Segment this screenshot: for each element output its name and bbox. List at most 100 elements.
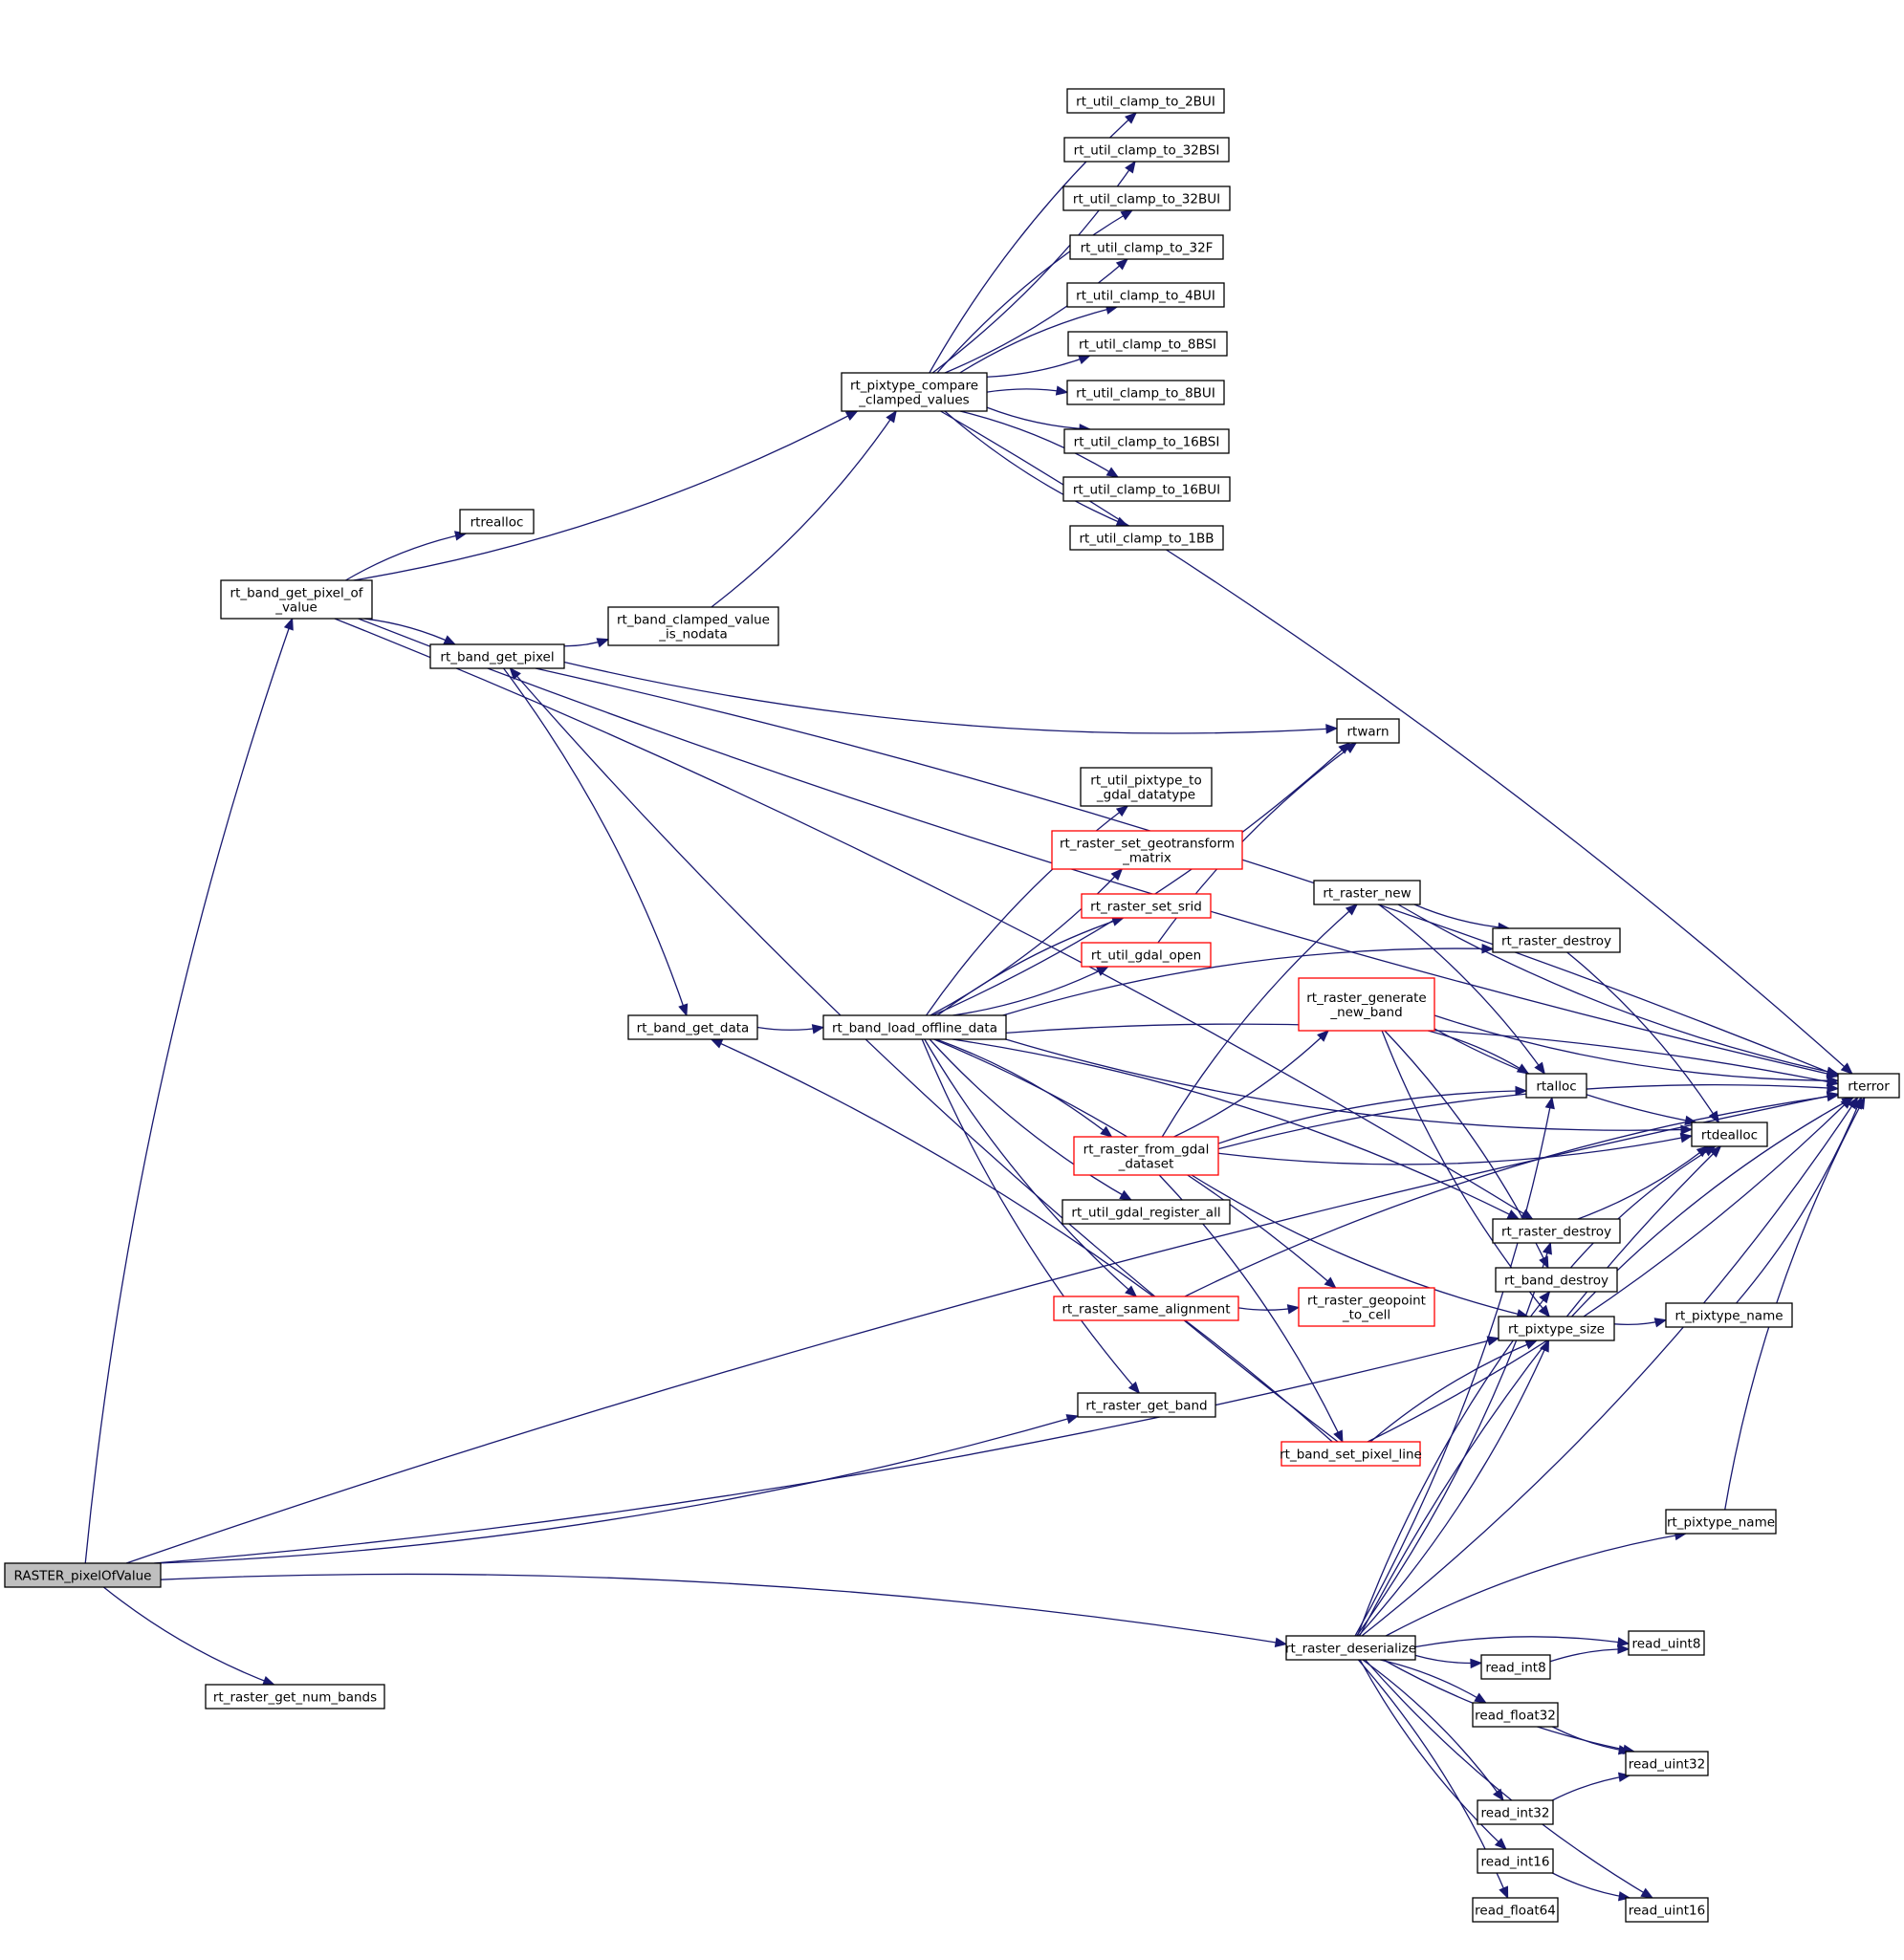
edge-line xyxy=(1359,1145,1721,1637)
node-rgb[interactable]: rt_raster_get_band xyxy=(1077,1392,1216,1418)
node-rtdealloc[interactable]: rtdealloc xyxy=(1691,1122,1768,1147)
node-ri8[interactable]: read_int8 xyxy=(1480,1654,1551,1680)
node-sgm[interactable]: rt_raster_set_geotransform_matrix xyxy=(1051,830,1243,870)
node-pname1[interactable]: rt_pixtype_name xyxy=(1665,1302,1793,1328)
node-c32f[interactable]: rt_util_clamp_to_32F xyxy=(1069,234,1224,260)
arrowhead-icon xyxy=(1540,1339,1549,1353)
node-lod[interactable]: rt_band_load_offline_data xyxy=(822,1014,1007,1040)
node-c8bsi[interactable]: rt_util_clamp_to_8BSI xyxy=(1067,331,1228,357)
edge-deser-to-ri8 xyxy=(1414,1654,1483,1669)
node-rf64[interactable]: read_float64 xyxy=(1472,1897,1559,1923)
edge-line xyxy=(944,410,1128,527)
edge-line xyxy=(1356,1242,1551,1637)
node-bdestroy[interactable]: rt_band_destroy xyxy=(1495,1267,1618,1293)
node-rtalloc[interactable]: rtalloc xyxy=(1525,1073,1587,1099)
edge-line xyxy=(1569,1145,1716,1269)
node-box xyxy=(1298,977,1435,1032)
node-box xyxy=(1062,185,1231,211)
edge-line xyxy=(711,410,897,608)
node-pname2[interactable]: rt_pixtype_name xyxy=(1665,1509,1777,1535)
node-ru8[interactable]: read_uint8 xyxy=(1628,1630,1705,1656)
node-box xyxy=(607,606,779,646)
node-box xyxy=(1298,1287,1435,1327)
arrowhead-icon xyxy=(1333,1429,1344,1444)
arrowhead-icon xyxy=(1653,1318,1668,1328)
edge-line xyxy=(930,868,1123,1016)
arrowhead-icon xyxy=(509,667,521,681)
node-gnb[interactable]: rt_raster_generate_new_band xyxy=(1298,977,1435,1032)
node-ri32[interactable]: read_int32 xyxy=(1477,1799,1554,1825)
node-rf32[interactable]: read_float32 xyxy=(1472,1702,1559,1728)
node-c32bsi[interactable]: rt_util_clamp_to_32BSI xyxy=(1063,137,1230,163)
arrowhead-icon xyxy=(1499,1885,1509,1900)
node-c16bui[interactable]: rt_util_clamp_to_16BUI xyxy=(1062,476,1231,502)
node-gpov[interactable]: rt_band_get_pixel_of_value xyxy=(220,579,373,620)
node-gp[interactable]: rt_band_get_pixel xyxy=(429,643,565,669)
node-label: rt_util_clamp_to_4BUI xyxy=(1076,289,1215,304)
node-rgnb[interactable]: rt_raster_get_num_bands xyxy=(205,1684,385,1710)
node-rdestroy1[interactable]: rt_raster_destroy xyxy=(1492,927,1621,953)
edge-pcv-to-c32bui xyxy=(936,209,1134,374)
node-root[interactable]: RASTER_pixelOfValue xyxy=(4,1562,162,1588)
node-rnew[interactable]: rt_raster_new xyxy=(1313,880,1421,905)
edge-line xyxy=(1724,1097,1866,1511)
arrowhead-icon xyxy=(1344,742,1358,754)
node-psize[interactable]: rt_pixtype_size xyxy=(1498,1316,1615,1341)
node-label: rt_util_clamp_to_16BUI xyxy=(1073,483,1220,498)
node-c8bui[interactable]: rt_util_clamp_to_8BUI xyxy=(1066,380,1225,405)
node-rtrealloc[interactable]: rtrealloc xyxy=(459,509,535,534)
node-label: rt_pixtype_name xyxy=(1667,1515,1775,1531)
node-c4bui[interactable]: rt_util_clamp_to_4BUI xyxy=(1066,282,1225,308)
node-label: rtalloc xyxy=(1536,1079,1576,1095)
node-deser[interactable]: rt_raster_deserialize xyxy=(1285,1635,1416,1661)
node-rdestroy2[interactable]: rt_raster_destroy xyxy=(1492,1218,1621,1244)
edge-line xyxy=(1354,1097,1553,1637)
node-rterror[interactable]: rterror xyxy=(1837,1073,1900,1099)
arrowhead-icon xyxy=(1055,385,1069,396)
node-gtc[interactable]: rt_raster_geopoint_to_cell xyxy=(1298,1287,1435,1327)
node-spl[interactable]: rt_band_set_pixel_line xyxy=(1280,1441,1422,1467)
edge-lod-to-sa xyxy=(924,1038,1138,1297)
node-label: rt_band_load_offline_data xyxy=(832,1021,997,1036)
arrowhead-icon xyxy=(1481,944,1495,954)
node-sa[interactable]: rt_raster_same_alignment xyxy=(1053,1296,1239,1321)
edge-lod-to-rterror xyxy=(1005,1023,1840,1087)
node-box xyxy=(1472,1702,1559,1728)
node-gopen[interactable]: rt_util_gdal_open xyxy=(1081,942,1212,968)
node-label: rt_raster_get_num_bands xyxy=(213,1690,377,1706)
node-c2bui[interactable]: rt_util_clamp_to_2BUI xyxy=(1066,88,1225,114)
edge-pcv-to-c32f xyxy=(944,258,1128,374)
arrowhead-icon xyxy=(1119,1189,1132,1201)
arrowhead-icon xyxy=(1515,1085,1528,1097)
node-label: _is_nodata xyxy=(658,627,728,642)
arrowhead-icon xyxy=(1125,1285,1138,1297)
arrowhead-icon xyxy=(1539,1290,1551,1304)
arrowhead-icon xyxy=(1125,112,1138,124)
edge-line xyxy=(1173,1030,1329,1138)
node-ptgd[interactable]: rt_util_pixtype_to_gdal_datatype xyxy=(1080,767,1213,807)
edge-rfgd-to-rnew xyxy=(1161,904,1359,1138)
arrowhead-icon xyxy=(1544,1096,1555,1110)
node-c16bsi[interactable]: rt_util_clamp_to_16BSI xyxy=(1063,428,1230,454)
node-gra[interactable]: rt_util_gdal_register_all xyxy=(1061,1199,1231,1225)
node-rtwarn[interactable]: rtwarn xyxy=(1336,718,1400,744)
arrowhead-icon xyxy=(1516,1063,1530,1075)
nodes-layer: RASTER_pixelOfValue rt_band_get_pixel_of_… xyxy=(4,88,1900,1923)
edge-deser-to-rdestroy2 xyxy=(1356,1241,1552,1637)
edge-line xyxy=(936,917,1124,1016)
edge-lod-to-sgm xyxy=(930,868,1124,1016)
node-c32bui[interactable]: rt_util_clamp_to_32BUI xyxy=(1062,185,1231,211)
node-gd[interactable]: rt_band_get_data xyxy=(627,1014,758,1040)
node-rfgd[interactable]: rt_raster_from_gdal_dataset xyxy=(1073,1136,1219,1176)
node-ru16[interactable]: read_uint16 xyxy=(1625,1897,1709,1923)
node-pcv[interactable]: rt_pixtype_compare_clamped_values xyxy=(841,372,988,412)
node-c1bb[interactable]: rt_util_clamp_to_1BB xyxy=(1069,525,1224,551)
edge-rnew-to-rdestroy1 xyxy=(1413,904,1511,933)
edge-ri8-to-ru8 xyxy=(1549,1644,1630,1663)
node-srid[interactable]: rt_raster_set_srid xyxy=(1081,893,1212,919)
node-cvn[interactable]: rt_band_clamped_value_is_nodata xyxy=(607,606,779,646)
node-ru32[interactable]: read_uint32 xyxy=(1625,1751,1709,1776)
node-label: rt_band_get_pixel xyxy=(440,650,554,665)
node-ri16[interactable]: read_int16 xyxy=(1477,1848,1554,1874)
edge-gpov-to-rdestroy2 xyxy=(334,618,1534,1220)
